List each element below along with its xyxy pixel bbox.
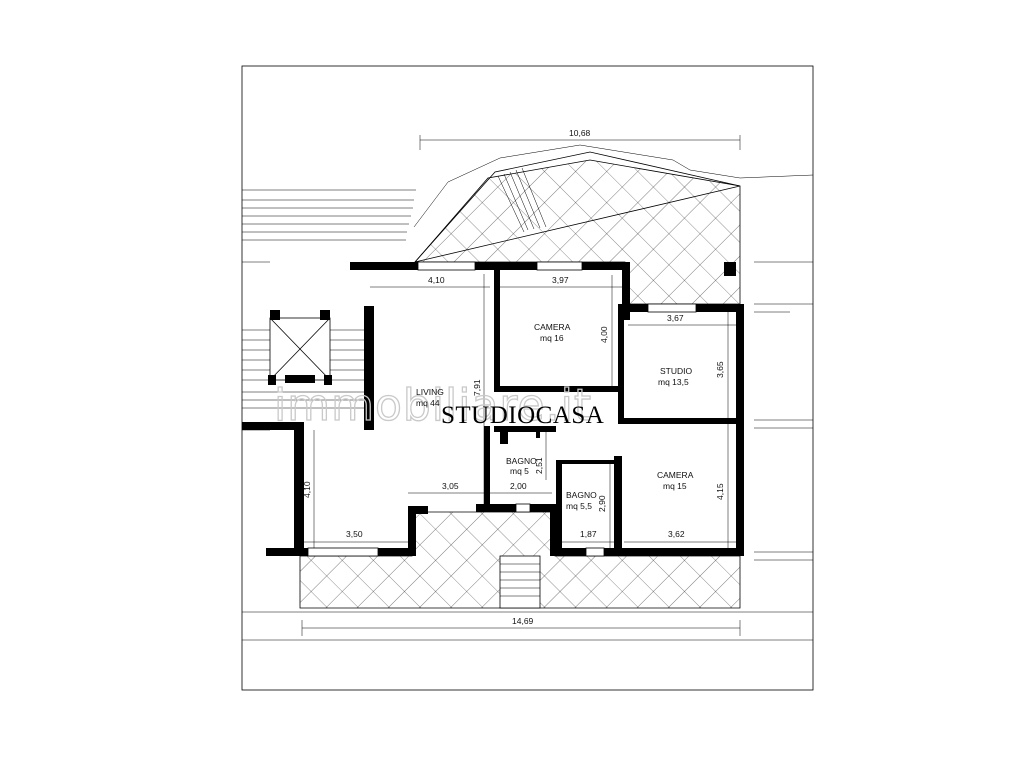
walls <box>242 262 744 556</box>
dim-total-width: 14,69 <box>512 616 534 626</box>
dimension-lines <box>301 135 741 636</box>
dim-living-mid: 3,05 <box>442 481 459 491</box>
dim-bagno1-width: 2,00 <box>510 481 527 491</box>
terrace-steps <box>499 555 541 609</box>
room-camera1-area: mq 16 <box>540 333 564 343</box>
dimension-labels: 10,68 4,10 3,97 4,00 3,67 3,65 7,91 2,51… <box>302 128 725 626</box>
room-studio-area: mq 13,5 <box>658 377 689 387</box>
terrace-bottom <box>299 511 741 609</box>
dim-camera1-width: 3,97 <box>552 275 569 285</box>
watermark: immobiliare.it <box>274 380 592 431</box>
room-bagno1-name: BAGNO <box>506 456 537 466</box>
room-bagno2-area: mq 5,5 <box>566 501 592 511</box>
openings <box>307 261 697 557</box>
room-living-name: LIVING <box>416 387 444 397</box>
dim-camera2-depth: 4,15 <box>715 483 725 500</box>
dim-camera2-width: 3,62 <box>668 529 685 539</box>
dim-camera1-depth: 4,00 <box>599 326 609 343</box>
context-lines-top <box>242 144 814 641</box>
dim-living-bottom: 3,50 <box>346 529 363 539</box>
room-camera1-name: CAMERA <box>534 322 571 332</box>
room-camera2-name: CAMERA <box>657 470 694 480</box>
dim-bagno2-width: 1,87 <box>580 529 597 539</box>
room-camera2-area: mq 15 <box>663 481 687 491</box>
room-studio-name: STUDIO <box>660 366 693 376</box>
dim-bagno1-depth: 2,51 <box>534 457 544 474</box>
room-labels: LIVING mq 44 CAMERA mq 16 STUDIO mq 13,5… <box>416 322 694 511</box>
room-living-area: mq 44 <box>416 398 440 408</box>
stairwell <box>242 310 370 409</box>
drawing-frame <box>241 65 814 691</box>
dim-terrace-top: 10,68 <box>569 128 591 138</box>
dim-studio-width: 3,67 <box>667 313 684 323</box>
dim-living-depth: 7,91 <box>472 379 482 396</box>
dim-living-top: 4,10 <box>428 275 445 285</box>
brand-label: STUDIOCASA <box>441 402 604 429</box>
terrace-top <box>413 151 741 305</box>
room-bagno1-area: mq 5 <box>510 466 529 476</box>
room-bagno2-name: BAGNO <box>566 490 597 500</box>
dim-bagno2-depth: 2,90 <box>597 495 607 512</box>
dim-studio-depth: 3,65 <box>715 361 725 378</box>
dim-living-left-depth: 4,10 <box>302 481 312 498</box>
